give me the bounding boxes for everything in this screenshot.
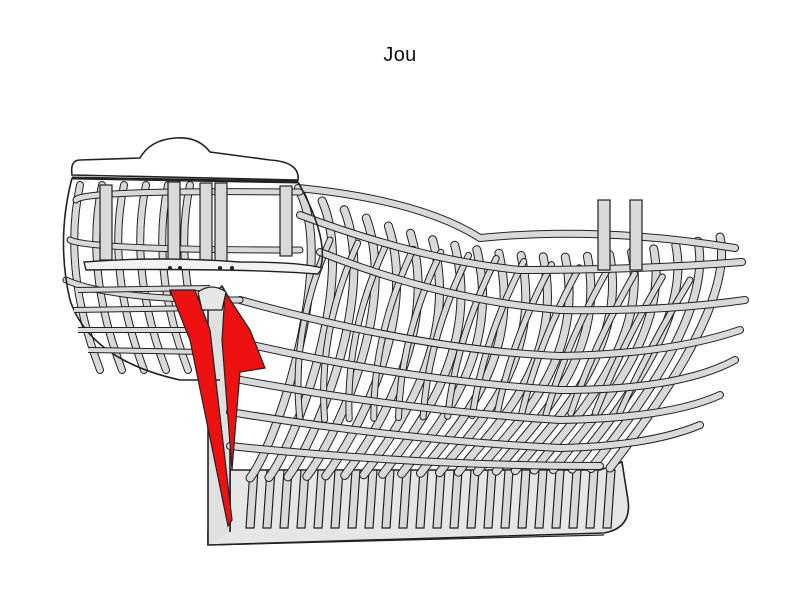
floor-timber [568, 469, 582, 529]
keel-bottom-edge [209, 534, 605, 546]
transom-assembly [62, 136, 324, 381]
transom-rail [71, 176, 299, 184]
hull-frame-rib-fill [530, 248, 638, 474]
hull-ribband-fill [227, 443, 603, 469]
inner-frame-rib-fill [469, 259, 527, 419]
inner-frame-rib-fill [445, 256, 499, 419]
floor-timber [330, 469, 344, 529]
floor-timber [347, 469, 361, 529]
stern-frame-rib-fill [71, 182, 103, 373]
red-knee-right [221, 290, 266, 471]
bolt-head [230, 266, 234, 270]
inner-frame-rib-fill [396, 249, 444, 420]
hull-ribband-fill [317, 249, 748, 314]
floor-timber [551, 469, 565, 529]
transom-stern-outline [62, 177, 220, 381]
hull-ribbands [62, 184, 749, 470]
stern-deck [83, 258, 324, 275]
inner-frame-rib-fill [592, 274, 665, 416]
bolt-head [218, 266, 222, 270]
transom-board [70, 136, 299, 181]
hull-ribband-fill [227, 375, 723, 424]
bolt-head [168, 266, 172, 270]
bolt-head [178, 266, 182, 270]
floor-timber [517, 469, 531, 529]
hull-ribband-fill [295, 185, 738, 251]
stern-upper-curve [297, 181, 324, 271]
stern-frame-rib-fill [137, 182, 169, 373]
hull-ribband-fill [227, 409, 703, 452]
stern-stanchion [99, 184, 113, 261]
inner-frame-rib-fill [519, 265, 582, 417]
hull-ribband-fill [237, 297, 743, 360]
stern-frame-rib-fill [115, 182, 147, 373]
rudder-head [197, 286, 227, 311]
stern-stanchion [279, 185, 293, 257]
stern-stanchion [199, 182, 213, 264]
diagram-title: Jou [383, 44, 417, 66]
stern-frame-rib-fill [159, 182, 191, 373]
bow-posts [597, 199, 643, 271]
inner-frame-rib-fill [420, 252, 471, 420]
stern-stanchion [167, 181, 181, 263]
hull-frame-rib-fill [587, 237, 704, 472]
floor-timber [534, 469, 548, 529]
hull-frame-rib-fill [265, 197, 337, 481]
floor-timber [364, 469, 378, 529]
stern-ribband-fill [73, 189, 303, 203]
red-knee-left [169, 289, 233, 528]
stern-ribband-fill [67, 237, 303, 253]
hull-ribband-fill [297, 212, 745, 274]
floor-timber [500, 469, 514, 529]
inner-frame-rib-fill [494, 262, 554, 418]
floor-timber [313, 469, 327, 529]
inner-frame-rib-fill [568, 271, 638, 416]
hull-ribband-fill [227, 337, 738, 394]
inner-frame-rib-fill [543, 268, 610, 417]
stern-stanchion [214, 182, 228, 264]
stern-frame-rib-fill [93, 182, 125, 373]
highlighted-stern-knee [169, 286, 266, 528]
